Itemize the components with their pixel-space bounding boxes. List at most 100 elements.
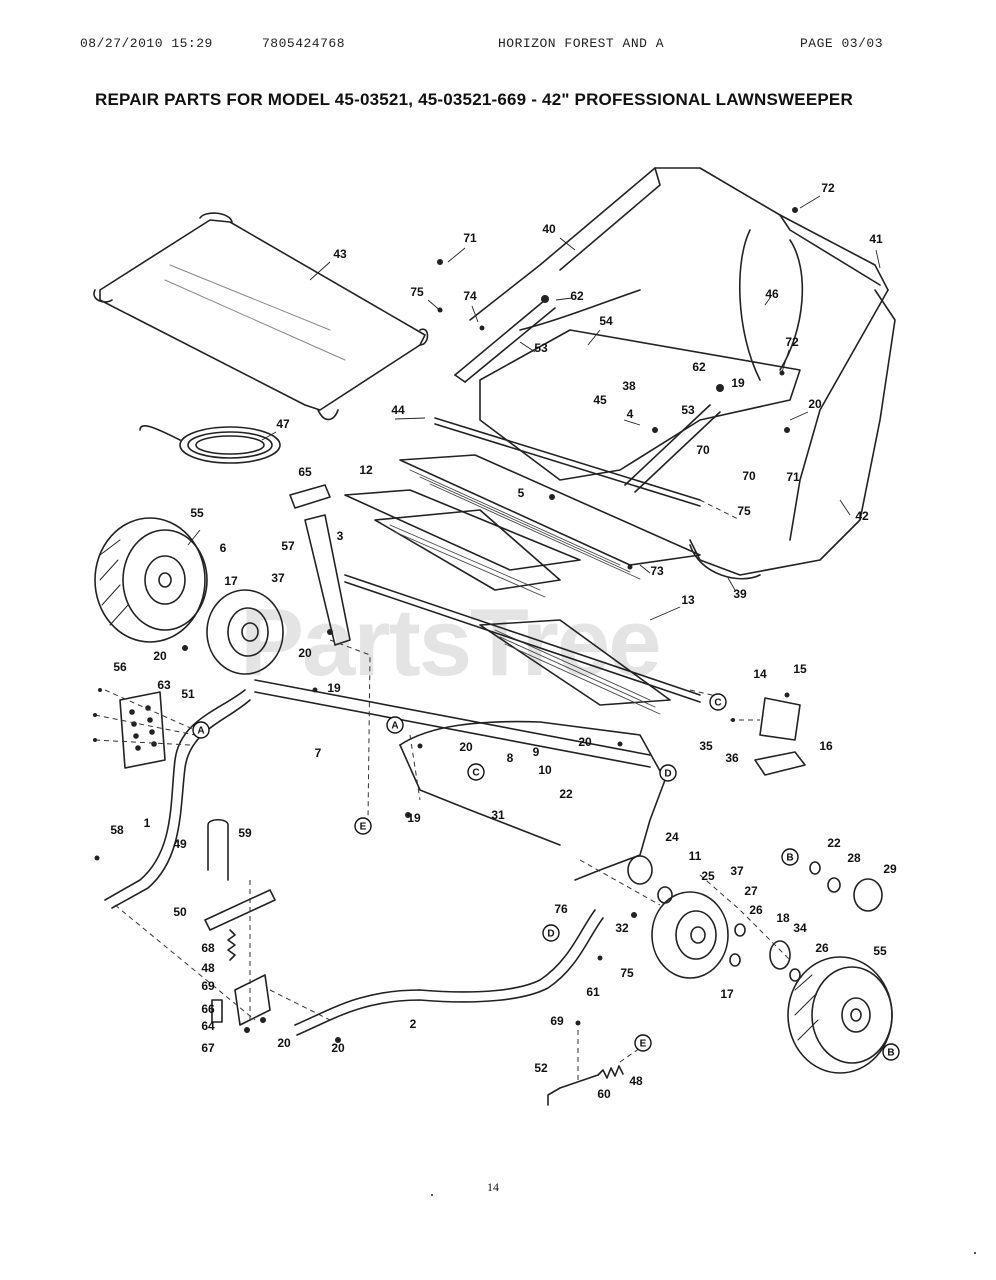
- part-callout: 20: [298, 646, 312, 660]
- part-callout: 66: [201, 1002, 215, 1016]
- part-callout: 47: [276, 417, 290, 431]
- reference-circle: [709, 693, 727, 711]
- page-number: 14: [487, 1180, 499, 1194]
- part-callout: 26: [749, 903, 763, 917]
- part-callout: 16: [819, 739, 833, 753]
- part-callout: 2: [410, 1017, 417, 1031]
- part-callout: 14: [753, 667, 767, 681]
- part-callout: 20: [808, 397, 822, 411]
- part-callout: 38: [622, 379, 636, 393]
- reference-circle: [467, 763, 485, 781]
- part-callout: 22: [827, 836, 841, 850]
- part-callout: 19: [407, 811, 421, 825]
- part-callout: 43: [333, 247, 347, 261]
- part-callout: 56: [113, 660, 127, 674]
- reference-circle: [192, 721, 210, 739]
- reference-letter: A: [197, 726, 204, 737]
- part-callout: 31: [491, 808, 505, 822]
- part-callout: 32: [615, 921, 629, 935]
- part-callout: 44: [391, 403, 405, 417]
- part-callout: 76: [554, 902, 568, 916]
- part-callout: 68: [201, 941, 215, 955]
- part-callout: 1: [144, 816, 151, 830]
- part-callout: 48: [201, 961, 215, 975]
- part-callout: 19: [731, 376, 745, 390]
- part-callout: 63: [157, 678, 171, 692]
- part-callout: 26: [815, 941, 829, 955]
- reference-circle: [634, 1034, 652, 1052]
- part-callout: 50: [173, 905, 187, 919]
- part-callout: 35: [699, 739, 713, 753]
- reference-letter: D: [547, 929, 554, 940]
- part-callout: 42: [855, 509, 869, 523]
- reference-marker: D: [542, 924, 560, 942]
- reference-letter: C: [714, 698, 721, 709]
- part-callout: 54: [599, 314, 613, 328]
- part-callout: 53: [681, 403, 695, 417]
- part-callout: 28: [847, 851, 861, 865]
- reference-marker: B: [882, 1043, 900, 1061]
- hopper-floor: [479, 329, 801, 481]
- part-callout: 67: [201, 1041, 215, 1055]
- part-callout: 58: [110, 823, 124, 837]
- part-callout: 40: [542, 222, 556, 236]
- hopper-bag: [689, 289, 896, 576]
- reference-marker: B: [781, 848, 799, 866]
- part-callout: 72: [785, 335, 799, 349]
- part-callout: 37: [271, 571, 285, 585]
- part-callout: 75: [737, 504, 751, 518]
- part-callout: 20: [153, 649, 167, 663]
- fax-number: 7805424768: [262, 36, 346, 51]
- reference-letter: E: [640, 1039, 647, 1050]
- reference-circle: [659, 764, 677, 782]
- part-callout: 20: [277, 1036, 291, 1050]
- reference-marker: C: [709, 693, 727, 711]
- part-callout: 9: [533, 745, 540, 759]
- part-callout: 73: [650, 564, 664, 578]
- part-callout: 7: [315, 746, 322, 760]
- part-callout: 39: [733, 587, 747, 601]
- reference-letter: C: [472, 768, 479, 779]
- diagram-title: REPAIR PARTS FOR MODEL 45-03521, 45-0352…: [95, 90, 853, 109]
- part-callout: 37: [730, 864, 744, 878]
- reference-circle: [882, 1043, 900, 1061]
- part-callout: 75: [620, 966, 634, 980]
- part-callout: 69: [201, 979, 215, 993]
- part-callout: 65: [298, 465, 312, 479]
- part-callout: 20: [578, 735, 592, 749]
- reference-letter: B: [887, 1048, 894, 1059]
- side-plate: [119, 691, 166, 769]
- fax-page: PAGE 03/03: [800, 36, 884, 51]
- part-callout: 62: [692, 360, 706, 374]
- main-shaft: [254, 679, 651, 756]
- part-callout: 55: [873, 944, 887, 958]
- reference-marker: E: [634, 1034, 652, 1052]
- reference-marker: C: [467, 763, 485, 781]
- reference-marker: A: [386, 716, 404, 734]
- part-callout: 69: [550, 1014, 564, 1028]
- part-callout: 3: [337, 529, 344, 543]
- part-callout: 25: [701, 869, 715, 883]
- part-callout: 59: [238, 826, 252, 840]
- part-callout: 53: [534, 341, 548, 355]
- hopper-axle: [434, 417, 701, 501]
- part-callout: 12: [359, 463, 373, 477]
- part-callout: 48: [629, 1074, 643, 1088]
- part-callout: 20: [331, 1041, 345, 1055]
- reference-letter: B: [786, 853, 793, 864]
- handle-43: [99, 219, 426, 411]
- part-callout: 19: [327, 681, 341, 695]
- part-callout: 75: [410, 285, 424, 299]
- part-callout: 27: [744, 884, 758, 898]
- part-callout: 70: [696, 443, 710, 457]
- part-callout: 20: [459, 740, 473, 754]
- part-callout: 72: [821, 181, 835, 195]
- beater-bar: [344, 574, 701, 696]
- part-callout: 55: [190, 506, 204, 520]
- part-callout: 8: [507, 751, 514, 765]
- part-callout: 60: [597, 1087, 611, 1101]
- wheel-right: [787, 956, 893, 1074]
- part-callout: 51: [181, 687, 195, 701]
